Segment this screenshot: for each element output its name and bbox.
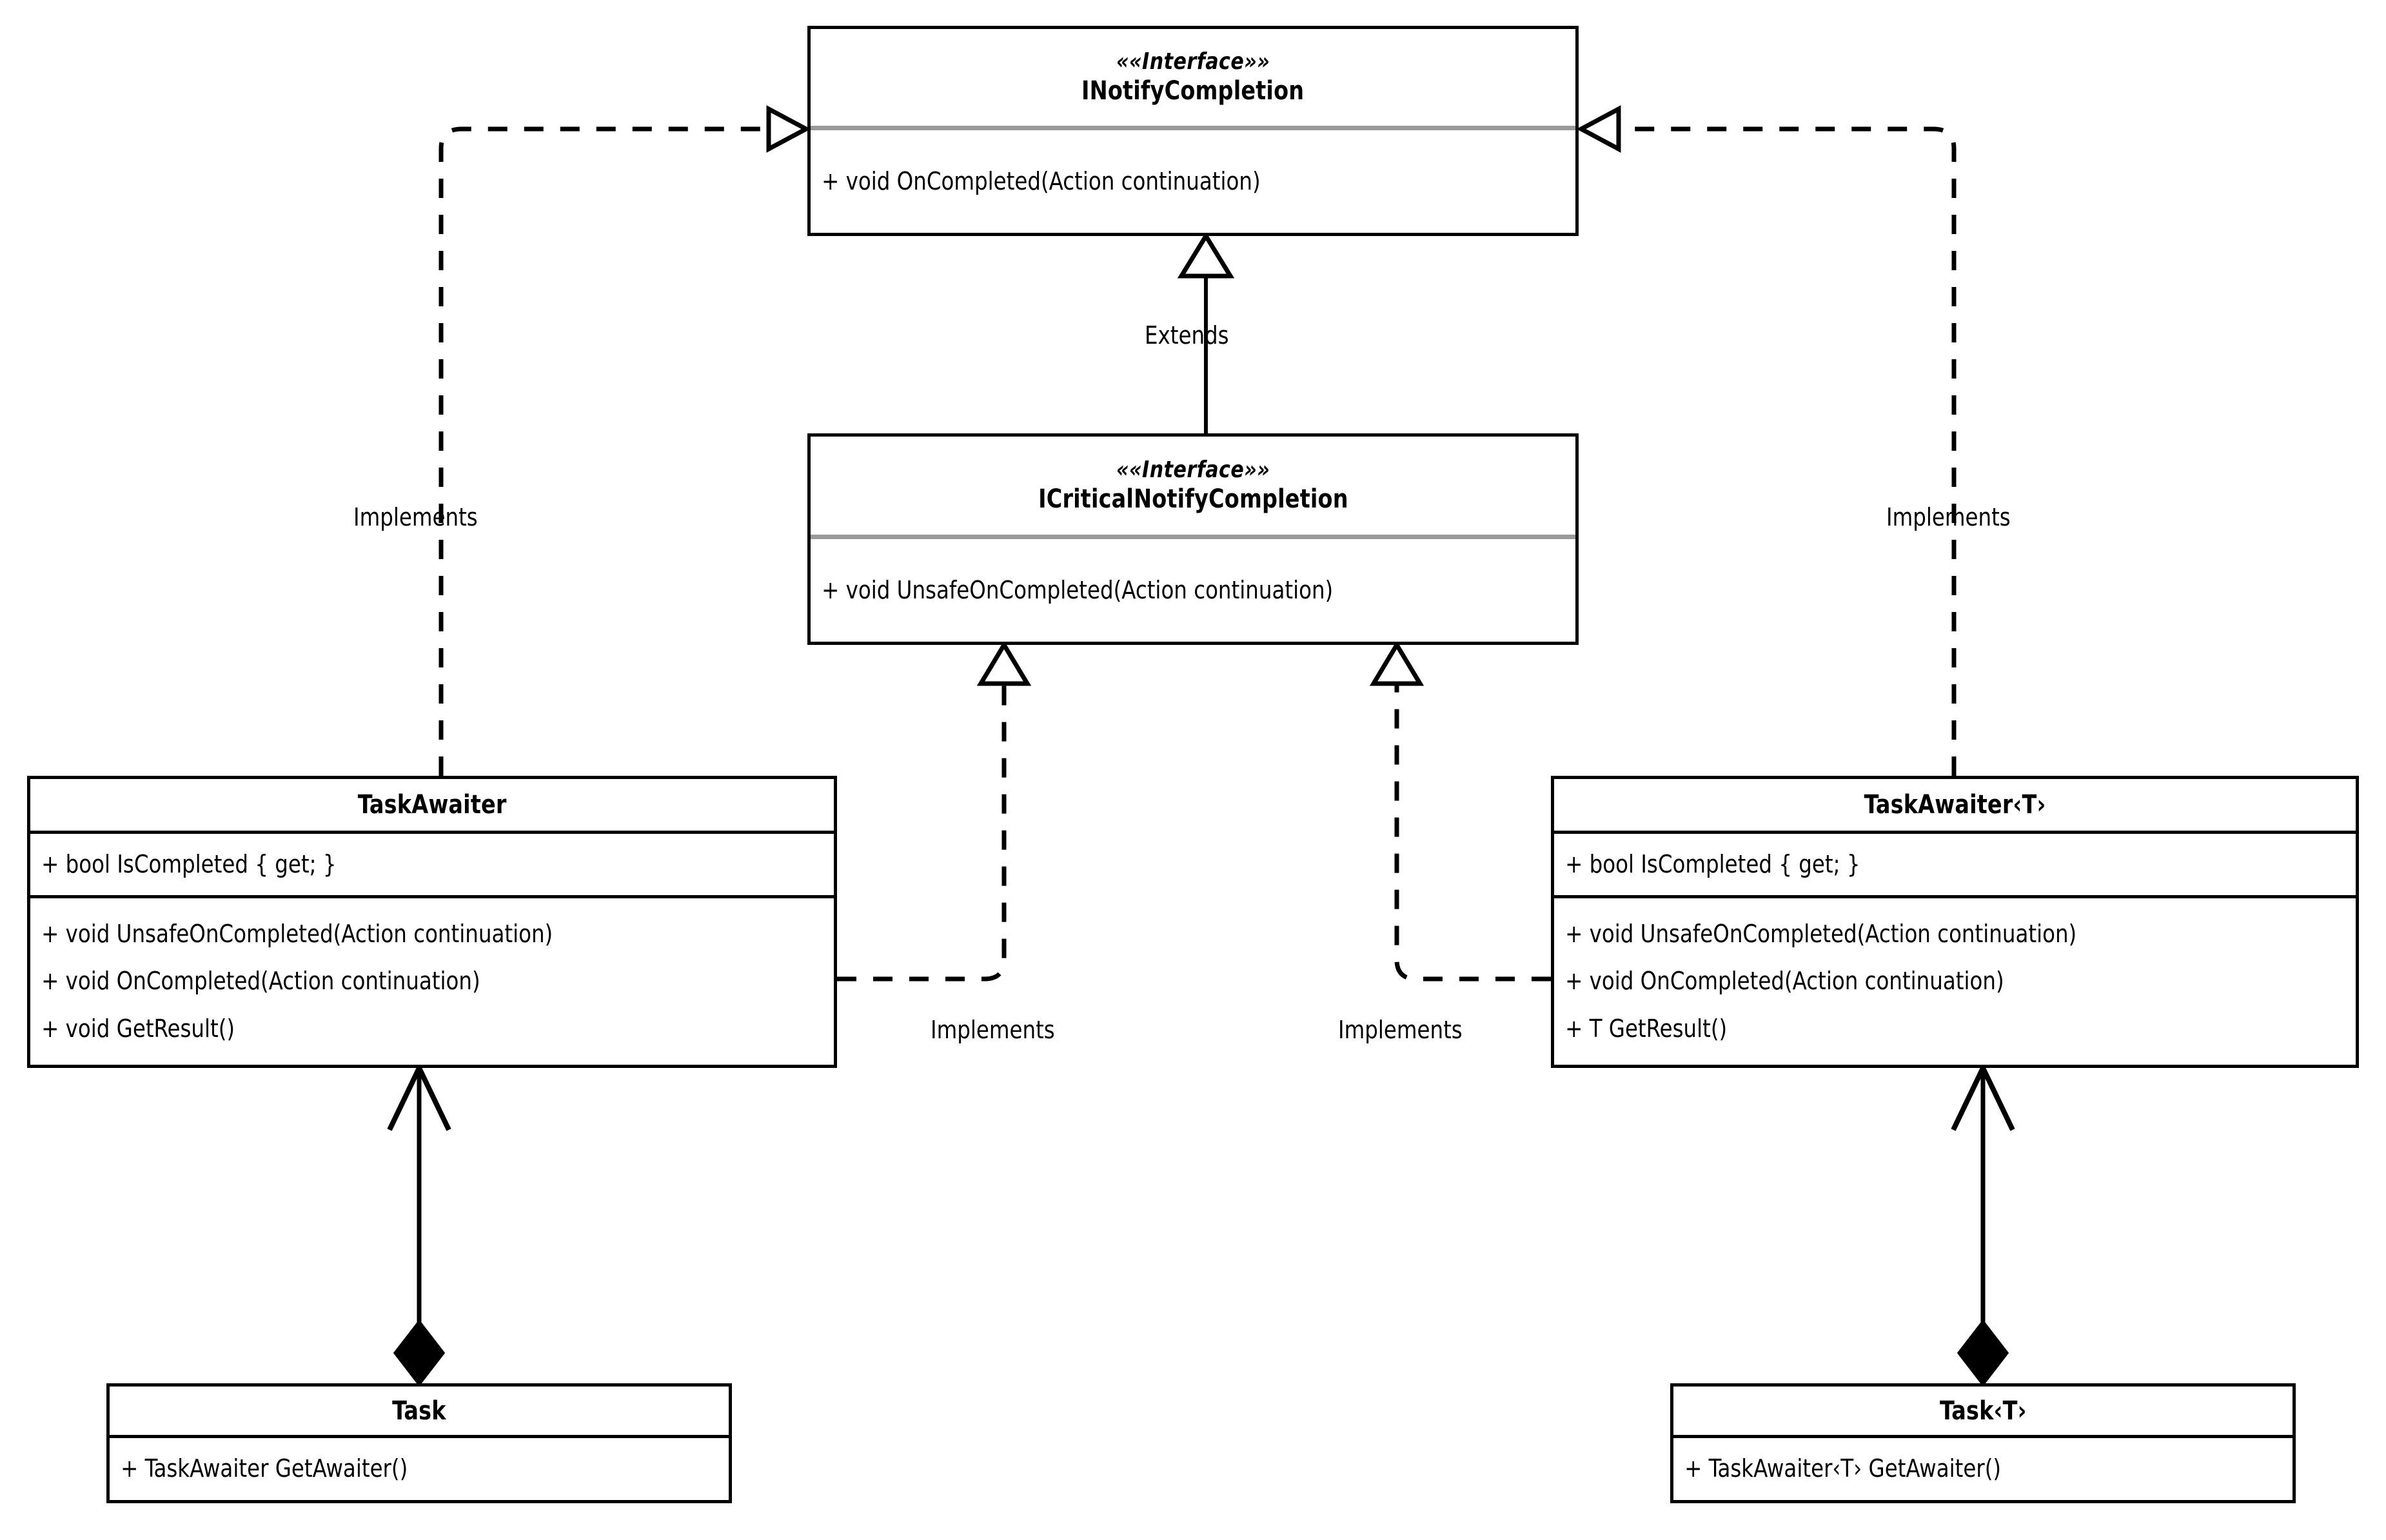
class-name-label: INotifyCompletion xyxy=(1081,75,1305,106)
compartment-members-inotifycompletion: + void OnCompleted(Action continuation) xyxy=(811,126,1575,233)
edge-composition-right xyxy=(1951,1061,2015,1387)
edge-label-implements-left-mid: Implements xyxy=(931,1016,1055,1044)
edge-composition-left xyxy=(387,1061,451,1387)
method-row: + TaskAwaiter‹T› GetAwaiter() xyxy=(1684,1454,2002,1483)
member-row: + void OnCompleted(Action continuation) xyxy=(822,166,1261,195)
class-name-label: ICriticalNotifyCompletion xyxy=(1038,484,1348,514)
compartment-title-inotifycompletion: ««Interface»» INotifyCompletion xyxy=(811,29,1575,126)
compartment-title-taskawaiter: TaskAwaiter xyxy=(30,779,834,831)
class-box-taskawaiter-generic[interactable]: TaskAwaiter‹T› + bool IsCompleted { get;… xyxy=(1551,776,2359,1068)
compartment-members-icriticalnotifycompletion: + void UnsafeOnCompleted(Action continua… xyxy=(811,535,1575,642)
class-box-icriticalnotifycompletion[interactable]: ««Interface»» ICriticalNotifyCompletion … xyxy=(807,433,1579,645)
class-name-label: TaskAwaiter xyxy=(357,790,507,820)
class-box-task-generic[interactable]: Task‹T› + TaskAwaiter‹T› GetAwaiter() xyxy=(1670,1383,2296,1503)
compartment-title-task: Task xyxy=(110,1387,729,1435)
edge-label-implements-right-mid: Implements xyxy=(1338,1016,1463,1044)
member-row: + void UnsafeOnCompleted(Action continua… xyxy=(822,575,1334,604)
compartment-methods-task-generic: + TaskAwaiter‹T› GetAwaiter() xyxy=(1673,1435,2292,1500)
compartment-methods-taskawaiter: + void UnsafeOnCompleted(Action continua… xyxy=(30,895,834,1065)
method-row: + void OnCompleted(Action continuation) xyxy=(41,967,480,996)
attribute-row: + bool IsCompleted { get; } xyxy=(1565,849,1860,878)
method-row: + TaskAwaiter GetAwaiter() xyxy=(121,1454,408,1483)
compartment-title-task-generic: Task‹T› xyxy=(1673,1387,2292,1435)
method-row: + void UnsafeOnCompleted(Action continua… xyxy=(1565,919,2077,948)
compartment-attributes-taskawaiter: + bool IsCompleted { get; } xyxy=(30,831,834,895)
stereotype-label: ««Interface»» xyxy=(1116,48,1270,75)
compartment-attributes-taskawaiter-generic: + bool IsCompleted { get; } xyxy=(1554,831,2356,895)
method-row: + void GetResult() xyxy=(41,1014,235,1043)
edge-label-implements-left-top: Implements xyxy=(353,503,478,531)
method-row: + void UnsafeOnCompleted(Action continua… xyxy=(41,919,553,948)
edge-implements-right-top xyxy=(1576,105,1957,776)
class-box-taskawaiter[interactable]: TaskAwaiter + bool IsCompleted { get; } … xyxy=(27,776,837,1068)
compartment-title-icriticalnotifycompletion: ««Interface»» ICriticalNotifyCompletion xyxy=(811,437,1575,535)
class-name-label: Task‹T› xyxy=(1939,1396,2027,1426)
compartment-methods-task: + TaskAwaiter GetAwaiter() xyxy=(110,1435,729,1500)
edge-implements-left-top xyxy=(439,105,811,776)
method-row: + T GetResult() xyxy=(1565,1014,1728,1043)
class-name-label: TaskAwaiter‹T› xyxy=(1864,790,2046,820)
stereotype-label: ««Interface»» xyxy=(1116,457,1270,484)
attribute-row: + bool IsCompleted { get; } xyxy=(41,849,337,878)
compartment-methods-taskawaiter-generic: + void UnsafeOnCompleted(Action continua… xyxy=(1554,895,2356,1065)
edge-label-extends: Extends xyxy=(1145,321,1229,350)
compartment-title-taskawaiter-generic: TaskAwaiter‹T› xyxy=(1554,779,2356,831)
class-name-label: Task xyxy=(392,1396,446,1426)
edge-implements-right-mid xyxy=(1369,640,1551,982)
edge-label-implements-right-top: Implements xyxy=(1886,503,2011,531)
class-box-inotifycompletion[interactable]: ««Interface»» INotifyCompletion + void O… xyxy=(807,26,1579,236)
class-box-task[interactable]: Task + TaskAwaiter GetAwaiter() xyxy=(106,1383,732,1503)
method-row: + void OnCompleted(Action continuation) xyxy=(1565,967,2004,996)
edge-implements-left-mid xyxy=(837,640,1032,982)
